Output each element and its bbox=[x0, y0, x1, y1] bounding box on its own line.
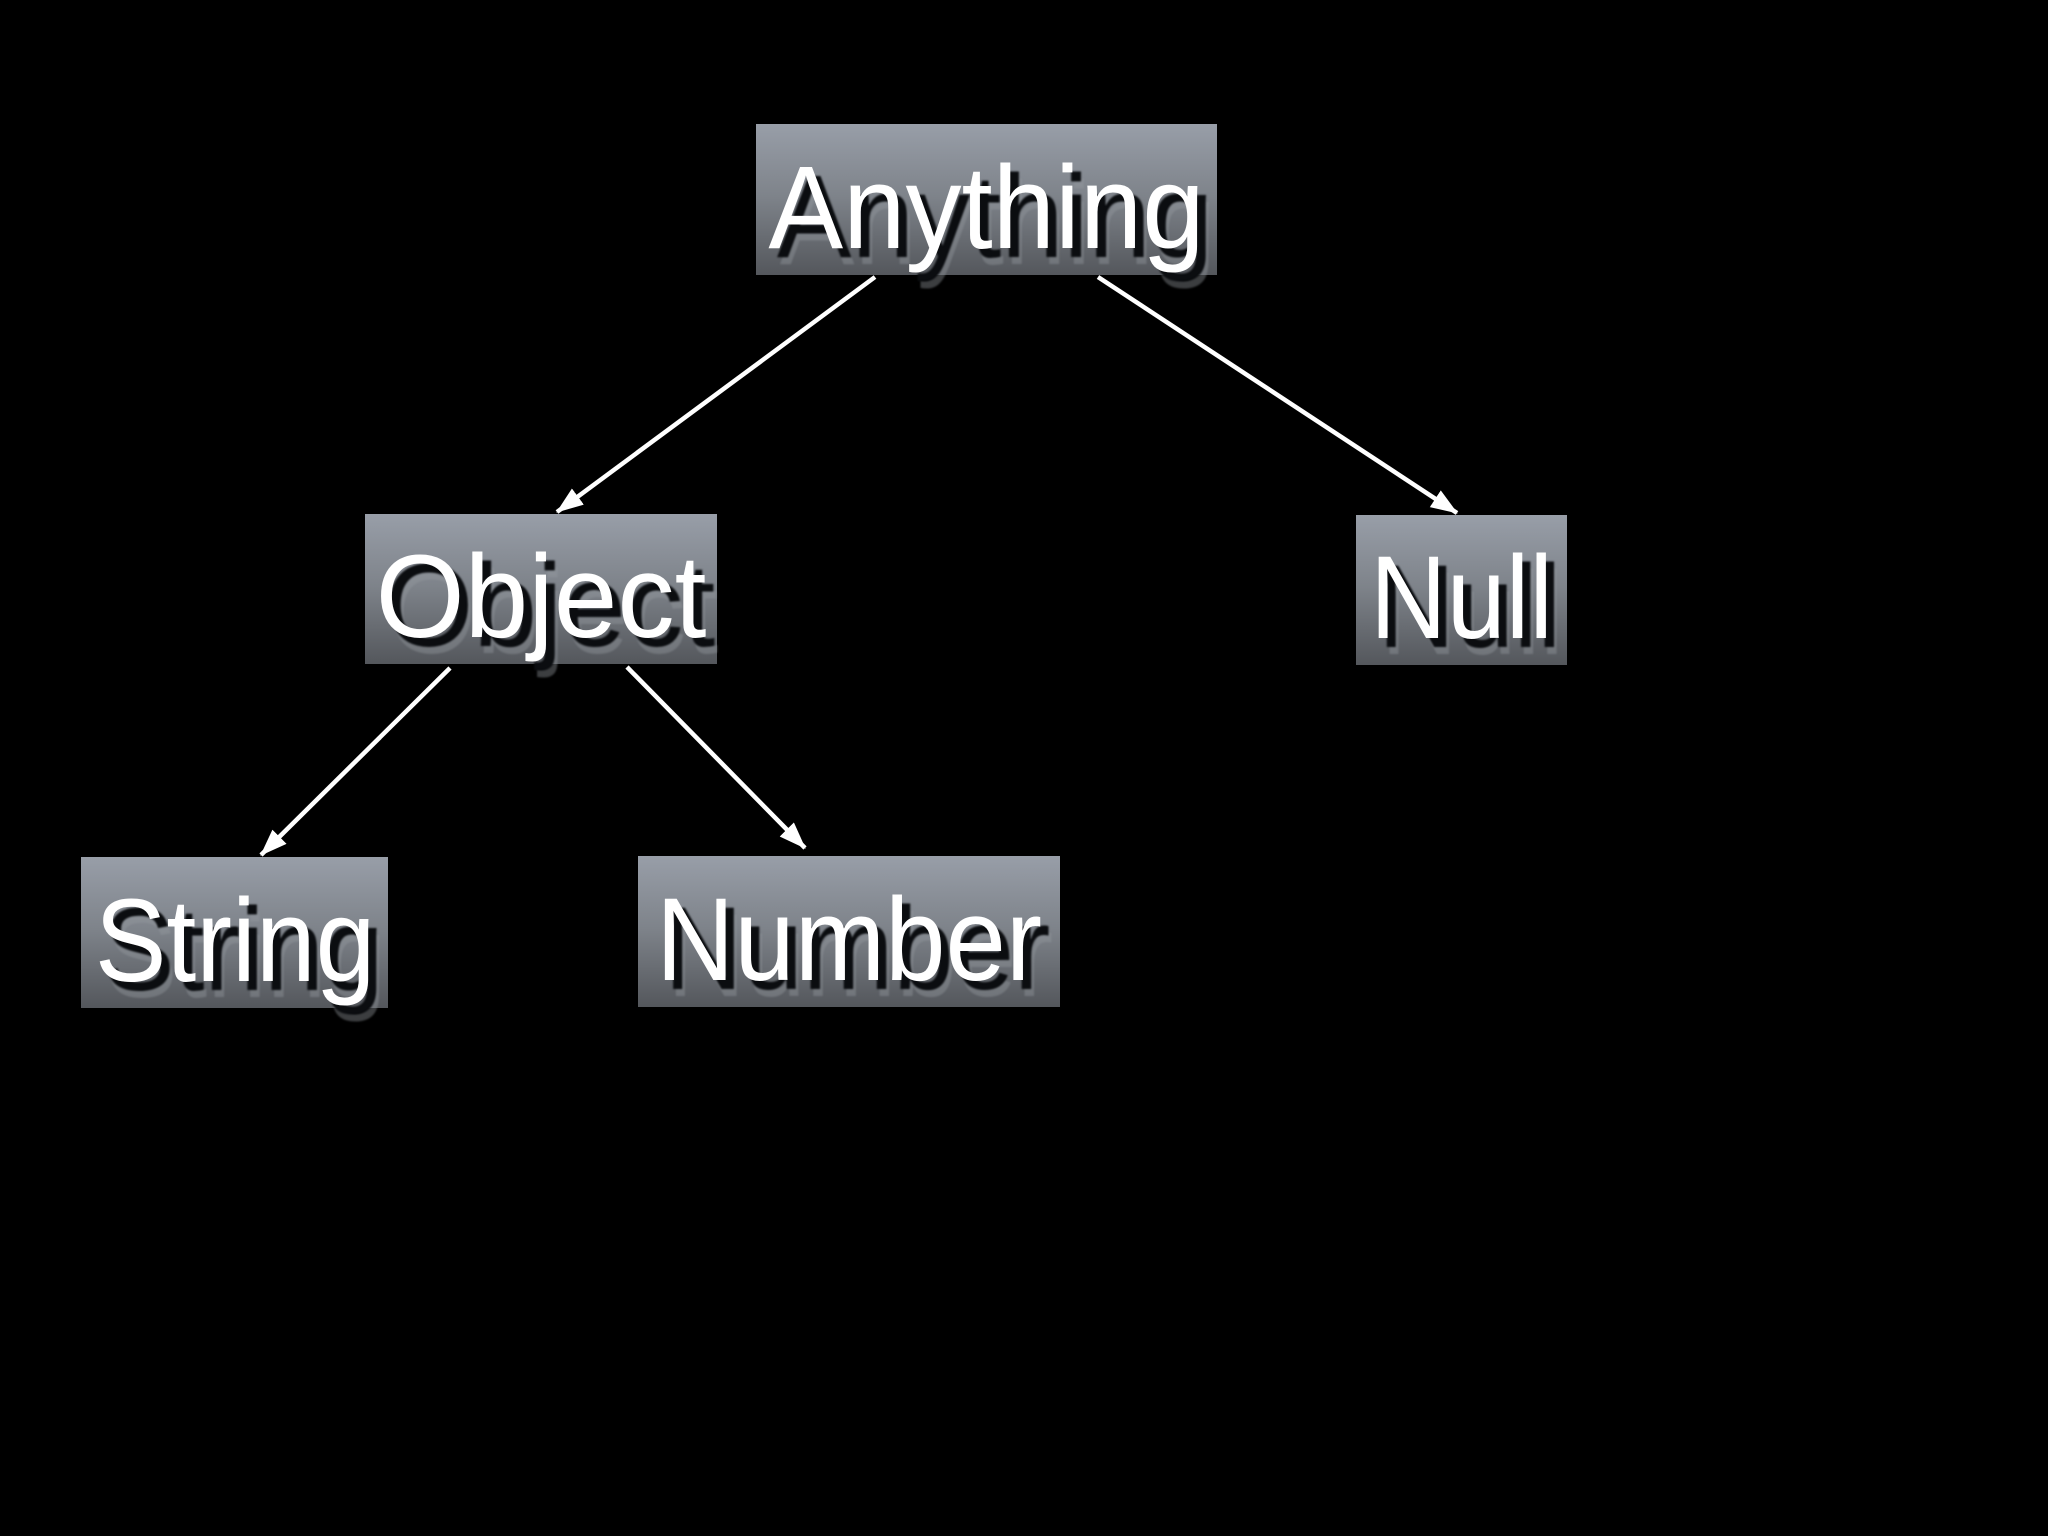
edge-object-number bbox=[625, 665, 807, 850]
node-anything-label: Anything bbox=[768, 142, 1205, 274]
edge-anything-object bbox=[555, 275, 877, 514]
edge-object-string bbox=[259, 666, 452, 857]
node-null: Null bbox=[1356, 515, 1567, 665]
node-string: String bbox=[81, 857, 388, 1008]
node-null-label: Null bbox=[1370, 532, 1553, 664]
edge-anything-null bbox=[1096, 275, 1459, 515]
node-number: Number bbox=[638, 856, 1060, 1007]
node-object-label: Object bbox=[375, 531, 707, 663]
node-number-label: Number bbox=[655, 874, 1043, 1006]
node-string-label: String bbox=[94, 875, 376, 1007]
node-anything: Anything bbox=[756, 124, 1217, 275]
node-object: Object bbox=[365, 514, 717, 664]
